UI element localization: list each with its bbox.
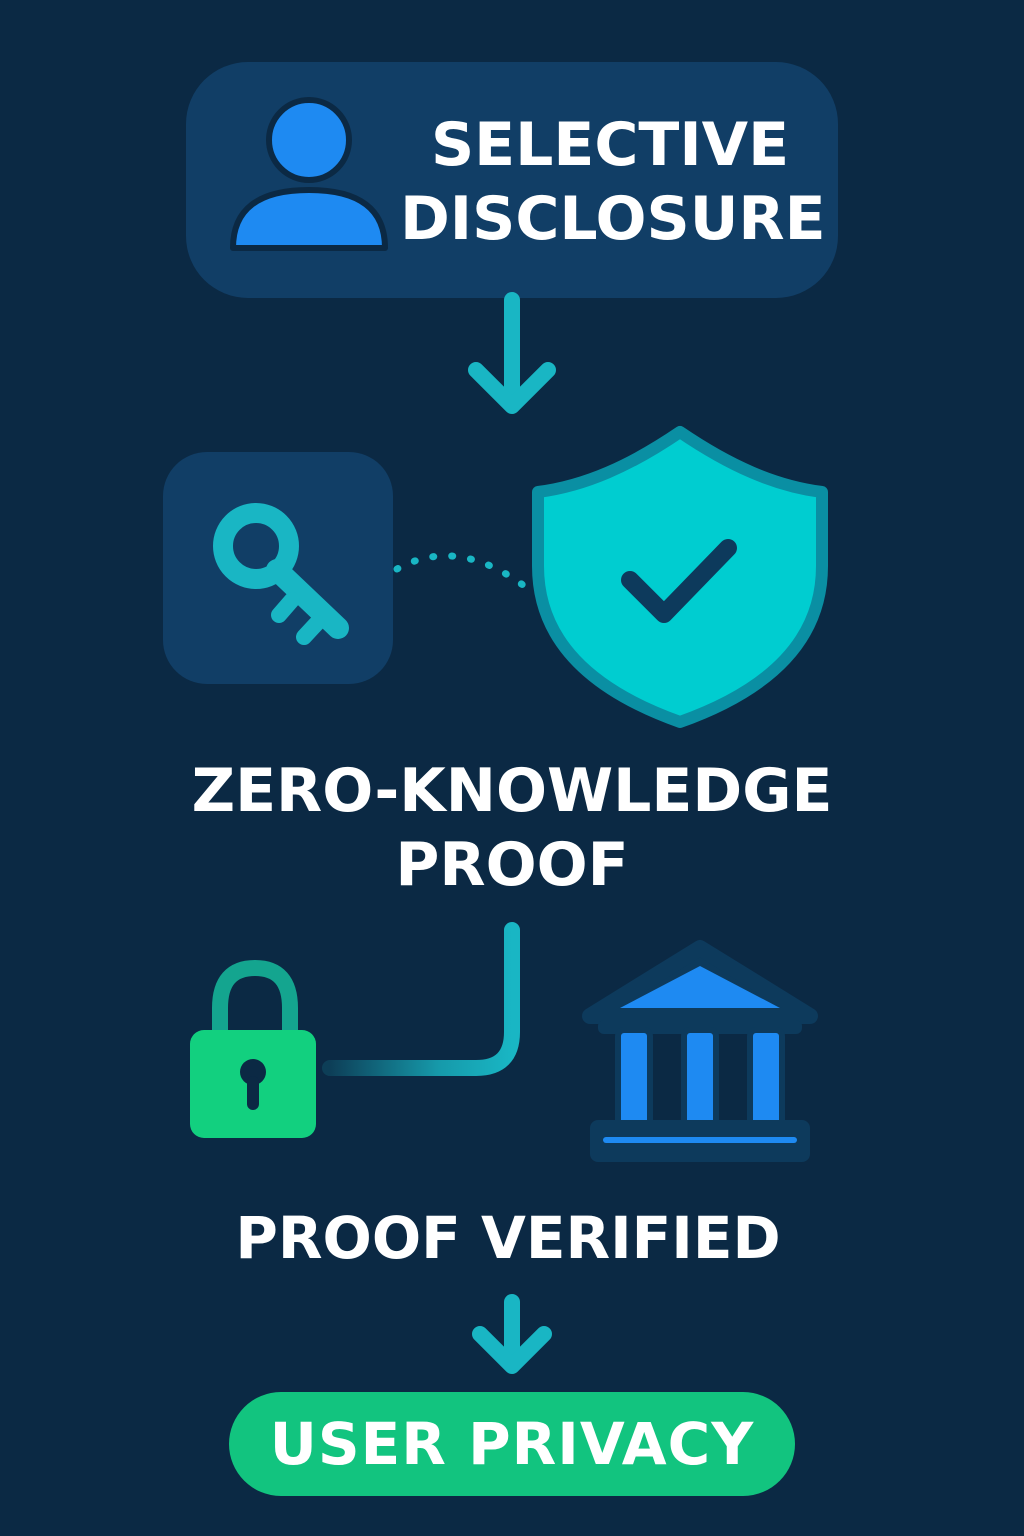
selective-disclosure-title: SELECTIVE DISCLOSURE	[400, 108, 826, 256]
selective-disclosure-line1: SELECTIVE	[430, 110, 790, 180]
arrow-down-2	[472, 1294, 552, 1374]
zero-knowledge-line2: PROOF	[395, 830, 629, 900]
elbow-connector	[322, 922, 520, 1076]
zero-knowledge-line1: ZERO-KNOWLEDGE	[191, 756, 833, 826]
lock-icon	[190, 959, 316, 1138]
arrow-down-1	[468, 292, 556, 414]
user-icon	[230, 97, 388, 251]
proof-verified-title: PROOF VERIFIED	[235, 1204, 781, 1272]
bank-building-icon	[582, 940, 818, 1162]
zero-knowledge-title: ZERO-KNOWLEDGE PROOF	[0, 754, 1024, 902]
shield-check-icon	[532, 426, 828, 728]
selective-disclosure-line2: DISCLOSURE	[400, 184, 826, 254]
dotted-connector	[393, 552, 536, 596]
user-privacy-label: USER PRIVACY	[269, 1410, 755, 1478]
key-icon	[213, 503, 349, 645]
user-privacy-pill: USER PRIVACY	[229, 1392, 795, 1496]
